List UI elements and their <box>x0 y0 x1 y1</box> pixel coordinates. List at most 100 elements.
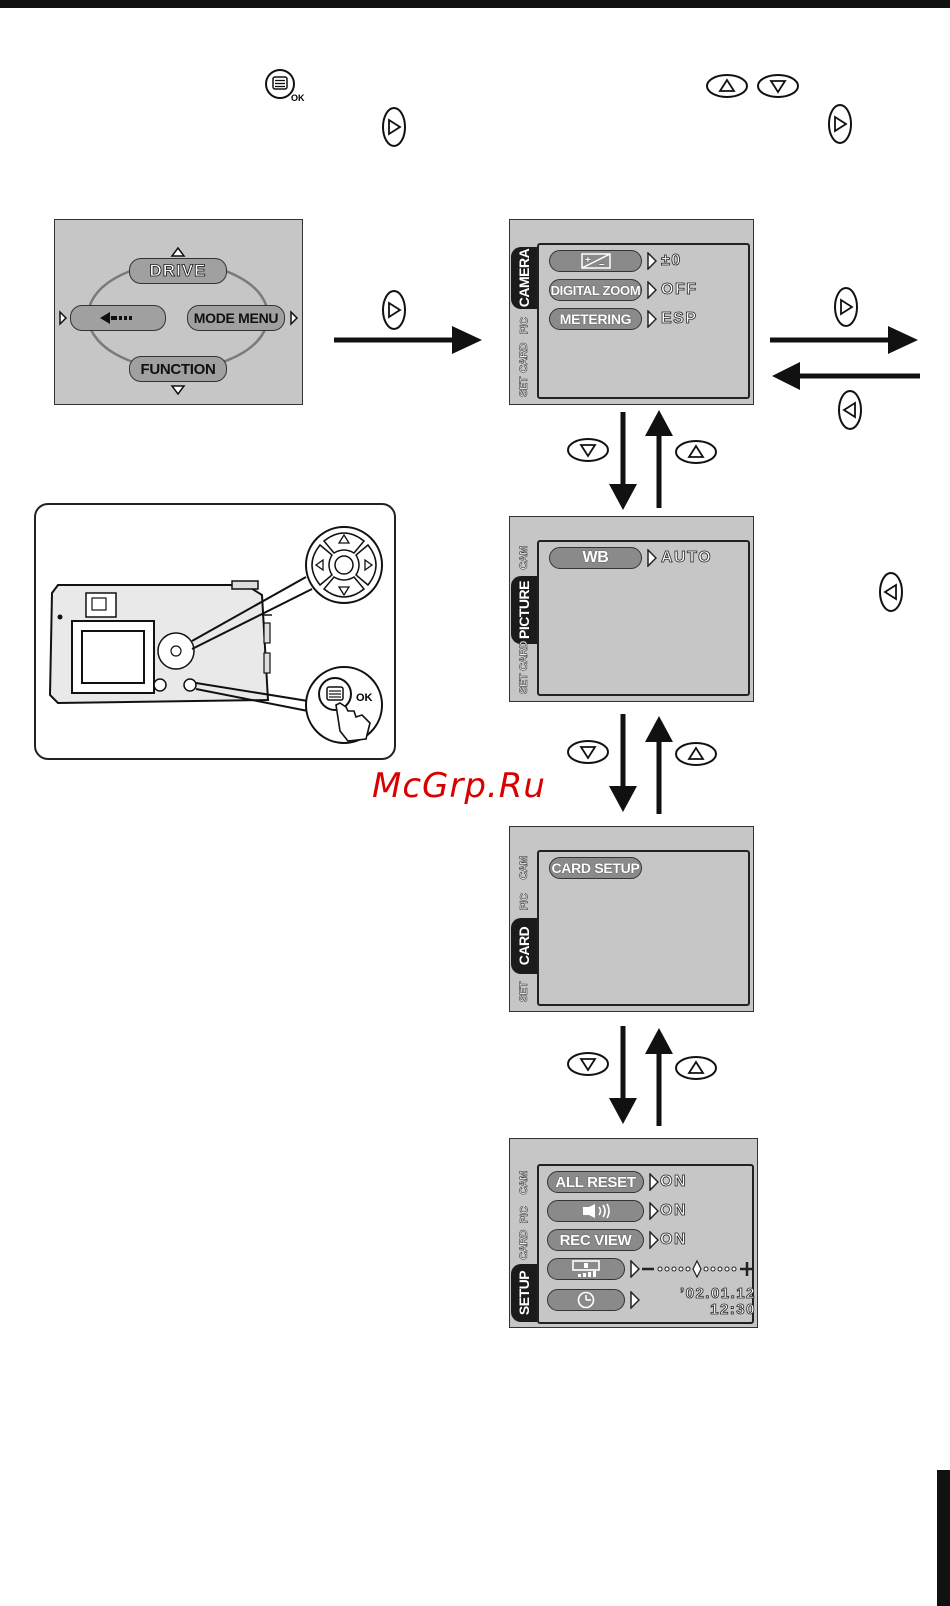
arrow-up-button-icon <box>674 1054 718 1082</box>
menu-panel: ALL RESET ON ON REC VIEW ON <box>537 1164 754 1324</box>
menu-panel: +– ±0 DIGITAL ZOOM OFF METERING ESP <box>537 243 750 399</box>
tab-card[interactable]: CARD <box>511 918 537 974</box>
ok-menu-button-icon: OK <box>262 68 310 104</box>
brightness-label <box>547 1258 625 1280</box>
speaker-icon <box>581 1203 611 1219</box>
exposure-compensation-icon: +– <box>581 253 611 269</box>
tab-set[interactable]: SET <box>514 373 534 401</box>
beep-label <box>547 1200 644 1222</box>
menu-panel: WB AUTO <box>537 540 750 696</box>
playback-button[interactable] <box>70 305 166 331</box>
tab-camera[interactable]: CAMERA <box>511 247 537 309</box>
brightness-slider[interactable] <box>640 1259 760 1279</box>
card-tab-screen: CAM PIC CARD SET CARD SETUP <box>509 826 754 1012</box>
drive-label: DRIVE <box>150 261 207 281</box>
arrow-left-button-icon <box>836 388 864 432</box>
function-button[interactable]: FUNCTION <box>129 356 227 382</box>
menu-tabs: CAMERA PIC CARD SET <box>511 221 538 403</box>
camera-tab-screen: CAMERA PIC CARD SET +– ±0 DIGITAL ZOOM O… <box>509 219 754 405</box>
watermark-text: McGrp.Ru <box>372 766 546 806</box>
flow-arrow-down <box>606 412 640 512</box>
svg-text:+: + <box>585 255 591 266</box>
wb-value: AUTO <box>661 549 712 567</box>
menu-row-brightness[interactable] <box>547 1257 760 1281</box>
mode-menu-label: MODE MENU <box>194 310 278 326</box>
tab-pic[interactable]: PIC <box>514 1200 534 1230</box>
rec-view-value: ON <box>660 1231 687 1249</box>
drive-button[interactable]: DRIVE <box>129 258 227 284</box>
arrow-up-button-icon <box>674 438 718 466</box>
arrow-down-indicator-icon <box>172 386 184 394</box>
tab-set[interactable]: SET <box>514 976 534 1008</box>
all-reset-value: ON <box>660 1173 687 1191</box>
page-tab-marker <box>937 1470 950 1606</box>
exposure-compensation-label: +– <box>549 250 642 272</box>
date-time-label <box>547 1289 625 1311</box>
metering-label: METERING <box>549 308 642 330</box>
arrow-down-button-icon <box>566 738 610 766</box>
beep-value: ON <box>660 1202 687 1220</box>
menu-row-wb[interactable]: WB AUTO <box>549 546 712 570</box>
arrow-down-button-icon <box>756 72 800 100</box>
svg-text:OK: OK <box>356 692 373 704</box>
menu-tabs: CAM PICTURE CARD SET <box>511 518 538 700</box>
tab-pic[interactable]: PIC <box>514 311 534 341</box>
tab-cam[interactable]: CAM <box>514 1166 534 1200</box>
arrow-down-button-icon <box>566 436 610 464</box>
tab-set[interactable]: SET <box>514 670 534 698</box>
rec-view-label: REC VIEW <box>547 1229 644 1251</box>
arrow-up-button-icon <box>674 740 718 768</box>
menu-row-metering[interactable]: METERING ESP <box>549 307 698 331</box>
menu-row-digital-zoom[interactable]: DIGITAL ZOOM OFF <box>549 278 698 302</box>
flow-arrow-down <box>606 714 640 814</box>
digital-zoom-label: DIGITAL ZOOM <box>549 279 642 301</box>
arrow-right-button-icon <box>826 102 854 146</box>
flow-arrow-up <box>642 1026 676 1126</box>
arrow-up-indicator-icon <box>172 248 184 256</box>
mode-menu-button[interactable]: MODE MENU <box>187 305 285 331</box>
time-value: 12:30 <box>710 1302 756 1318</box>
tab-picture[interactable]: PICTURE <box>511 576 537 644</box>
menu-row-beep[interactable]: ON <box>547 1199 687 1223</box>
menu-row-date-time[interactable]: ’02.01.12 12:30 <box>547 1286 756 1320</box>
menu-row-card-setup[interactable]: CARD SETUP <box>549 856 642 880</box>
tab-card[interactable]: CARD <box>514 640 534 672</box>
menu-tabs: CAM PIC CARD SETUP <box>511 1140 538 1326</box>
svg-text:–: – <box>599 259 605 269</box>
menu-row-rec-view[interactable]: REC VIEW ON <box>547 1228 687 1252</box>
flow-arrow-right <box>770 322 920 358</box>
arrow-left-button-icon <box>877 570 905 614</box>
arrow-right-button-icon <box>380 105 408 149</box>
digital-zoom-value: OFF <box>661 281 698 299</box>
camera-back-illustration: OK <box>34 503 396 760</box>
menu-panel: CARD SETUP <box>537 850 750 1006</box>
tab-cam[interactable]: CAM <box>514 542 534 574</box>
tab-card[interactable]: CARD <box>514 1228 534 1262</box>
clock-icon <box>576 1291 596 1309</box>
mode-menu-screen: DRIVE MODE MENU FUNCTION <box>54 219 303 405</box>
metering-value: ESP <box>661 310 698 328</box>
tab-pic[interactable]: PIC <box>514 886 534 918</box>
flow-arrow-up <box>642 408 676 508</box>
tab-cam[interactable]: CAM <box>514 852 534 884</box>
flow-arrow-right <box>334 322 484 358</box>
tab-card[interactable]: CARD <box>514 341 534 375</box>
arrow-up-button-icon <box>705 72 749 100</box>
wb-label: WB <box>549 547 642 569</box>
menu-row-all-reset[interactable]: ALL RESET ON <box>547 1170 687 1194</box>
top-rule <box>0 0 950 8</box>
monitor-brightness-icon <box>570 1260 602 1278</box>
card-setup-label: CARD SETUP <box>549 857 642 879</box>
menu-tabs: CAM PIC CARD SET <box>511 828 538 1010</box>
tab-setup[interactable]: SETUP <box>511 1264 537 1322</box>
picture-tab-screen: CAM PICTURE CARD SET WB AUTO <box>509 516 754 702</box>
date-value: ’02.01.12 <box>680 1286 756 1302</box>
function-label: FUNCTION <box>140 361 215 378</box>
svg-text:OK: OK <box>291 93 305 103</box>
setup-tab-screen: CAM PIC CARD SETUP ALL RESET ON ON REC V… <box>509 1138 758 1328</box>
flow-arrow-down <box>606 1026 640 1126</box>
arrow-down-button-icon <box>566 1050 610 1078</box>
menu-row-exposure[interactable]: +– ±0 <box>549 249 682 273</box>
all-reset-label: ALL RESET <box>547 1171 644 1193</box>
exposure-value: ±0 <box>661 252 682 270</box>
